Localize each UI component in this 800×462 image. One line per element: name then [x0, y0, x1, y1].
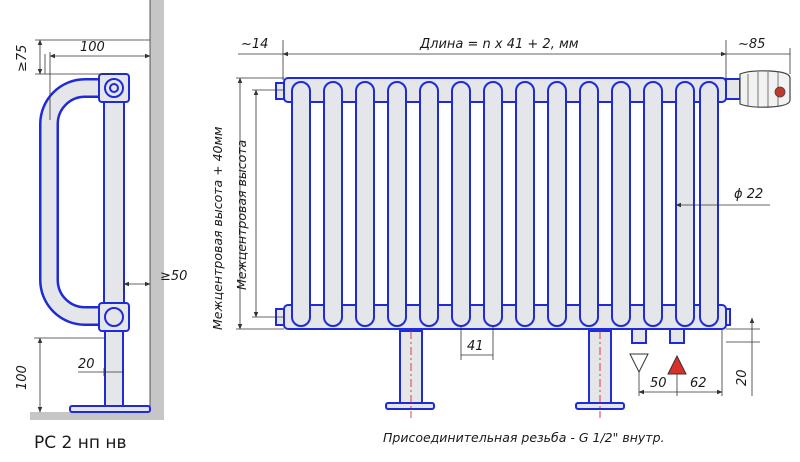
dim-tube-diameter: ϕ 22 — [734, 187, 763, 202]
tube — [483, 81, 503, 327]
connection-inlet — [631, 328, 647, 344]
side-collector — [103, 87, 125, 317]
tube — [291, 81, 311, 327]
tube — [579, 81, 599, 327]
front-foot-left — [385, 402, 435, 410]
dim-outlet-offset: 62 — [690, 376, 707, 391]
front-view: ~14 Длина = n x 41 + 2, мм ~85 ϕ 22 41 5… — [210, 37, 791, 445]
side-foot — [69, 405, 151, 413]
tube — [515, 81, 535, 327]
tube — [355, 81, 375, 327]
dim-left-offset: ~14 — [241, 37, 268, 52]
side-leg — [104, 330, 124, 410]
dim-inlet-spacing: 50 — [650, 376, 667, 391]
floor — [30, 412, 164, 420]
side-caption: РС 2 нп нв — [34, 433, 127, 453]
connection-note: Присоединительная резьба - G 1/2" внутр. — [383, 430, 664, 445]
dim-wall-gap: ≥50 — [160, 269, 187, 284]
connection-outlet — [669, 328, 685, 344]
dim-bracket: 20 — [78, 357, 95, 372]
wall — [150, 0, 164, 418]
dim-center-height: Межцентровая высота — [234, 140, 249, 290]
tube — [419, 81, 439, 327]
dim-center-height-plus: Межцентровая высота + 40мм — [210, 127, 225, 330]
dim-length: Длина = n x 41 + 2, мм — [419, 37, 579, 52]
tube — [387, 81, 407, 327]
dim-floor-height: 100 — [15, 365, 30, 390]
side-view: ≥75 100 ≥50 20 100 РС 2 нп нв — [15, 0, 187, 453]
tube — [547, 81, 567, 327]
tube — [323, 81, 343, 327]
tube — [611, 81, 631, 327]
tube — [451, 81, 471, 327]
outlet-marker — [667, 354, 687, 375]
dim-right-offset: ~85 — [738, 37, 765, 52]
dim-depth: 100 — [80, 40, 105, 55]
tube — [643, 81, 663, 327]
dim-top-clearance: ≥75 — [15, 45, 30, 72]
dim-bottom-height: 20 — [735, 369, 750, 386]
dim-section-pitch: 41 — [467, 339, 484, 354]
tube — [675, 81, 695, 327]
tube — [699, 81, 719, 327]
inlet-marker — [629, 353, 649, 374]
thermostatic-head — [725, 70, 791, 108]
tubes — [291, 81, 719, 327]
